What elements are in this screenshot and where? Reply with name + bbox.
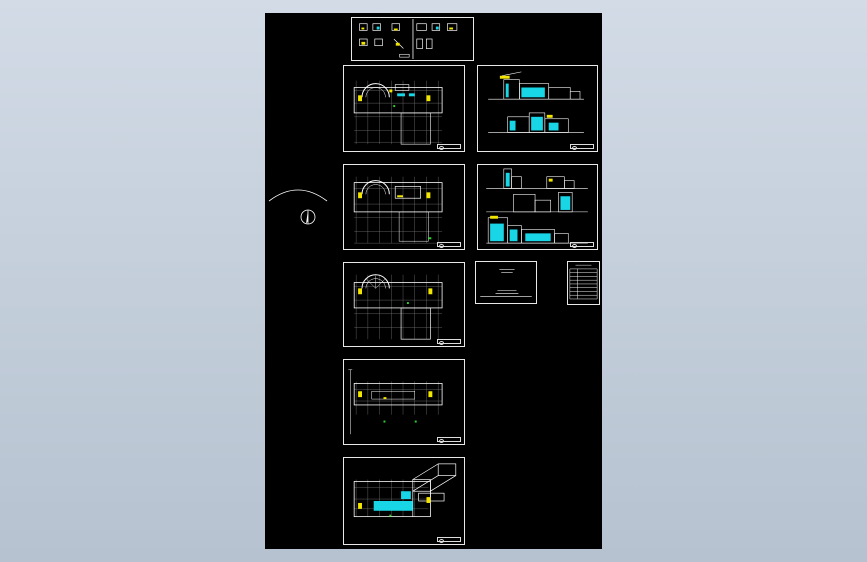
roof-plan-sheet[interactable] bbox=[343, 457, 465, 545]
elevation-graphics bbox=[488, 71, 584, 133]
floor-plan-graphics bbox=[353, 176, 443, 244]
elevation-sheet-1[interactable] bbox=[477, 65, 598, 152]
floor-plan-sheet-1[interactable] bbox=[343, 65, 465, 152]
notes-graphics bbox=[480, 269, 532, 297]
floor-plan-graphics bbox=[353, 274, 443, 340]
legend-sheet[interactable] bbox=[351, 17, 474, 61]
schedule-table-graphics bbox=[569, 264, 598, 300]
cad-drawing-canvas[interactable] bbox=[265, 13, 602, 549]
floor-plan-graphics bbox=[353, 80, 443, 145]
floor-plan-graphics bbox=[348, 369, 443, 435]
floor-plan-sheet-4[interactable] bbox=[343, 359, 465, 445]
title-block bbox=[570, 242, 594, 248]
title-block bbox=[437, 144, 461, 150]
elevation-sheet-2[interactable] bbox=[477, 164, 598, 250]
elevation-graphics bbox=[486, 168, 588, 244]
title-block bbox=[437, 339, 461, 345]
floor-plan-sheet-2[interactable] bbox=[343, 164, 465, 250]
title-block bbox=[570, 144, 594, 150]
title-block bbox=[437, 242, 461, 248]
legend-graphics bbox=[359, 18, 458, 60]
title-block bbox=[437, 437, 461, 443]
compass-icon bbox=[267, 183, 329, 243]
roof-plan-graphics bbox=[353, 463, 457, 518]
floor-plan-sheet-3[interactable] bbox=[343, 262, 465, 347]
title-block bbox=[437, 537, 461, 543]
notes-sheet[interactable] bbox=[475, 261, 537, 304]
schedule-table-sheet[interactable] bbox=[567, 261, 600, 305]
